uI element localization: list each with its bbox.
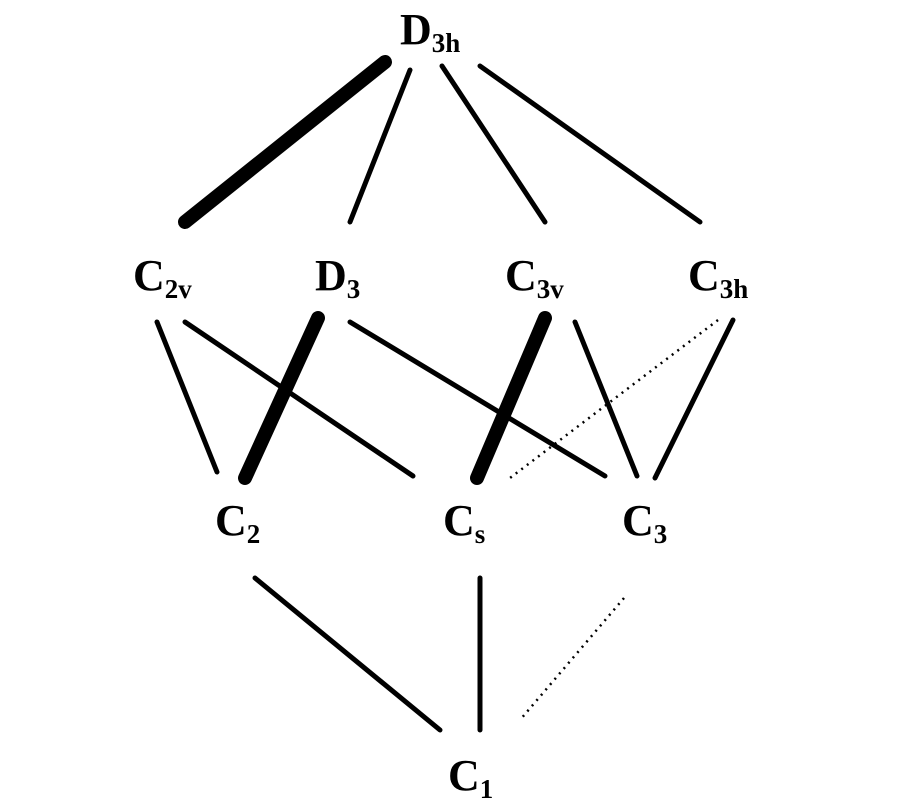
node-subscript: 2v (165, 274, 193, 304)
node-subscript: 3h (432, 28, 461, 58)
edge-c3v-cs (470, 311, 552, 485)
node-c1: C1 (448, 751, 493, 800)
edge-c3v-c3 (572, 319, 640, 479)
node-letter: D (400, 5, 432, 54)
node-c3: C3 (622, 496, 667, 549)
edge-c3h-cs (509, 319, 719, 479)
node-subscript: 3v (537, 274, 565, 304)
edge-d3-c3 (347, 319, 608, 479)
node-letter: C (443, 496, 475, 545)
edge-d3h-c2v (178, 55, 392, 229)
node-c2v: C2v (133, 251, 192, 304)
edge-d3-c2 (238, 311, 325, 485)
edge-d3h-d3 (347, 67, 413, 225)
node-letter: C (622, 496, 654, 545)
node-letter: C (505, 251, 537, 300)
node-c3v: C3v (505, 251, 564, 304)
edge-c3h-c3 (652, 317, 736, 481)
node-c2: C2 (215, 496, 260, 549)
node-letter: D (315, 251, 347, 300)
node-letter: C (133, 251, 165, 300)
node-subscript: 1 (480, 774, 494, 800)
edge-c3-c1 (519, 597, 625, 721)
node-subscript: 3 (347, 274, 361, 304)
node-cs: Cs (443, 496, 485, 549)
edge-c2-c1 (252, 575, 443, 733)
node-letter: C (688, 251, 720, 300)
node-subscript: s (475, 519, 486, 549)
edge-c2v-c2 (154, 319, 220, 475)
node-d3h: D3h (400, 5, 460, 58)
node-subscript: 2 (247, 519, 261, 549)
node-letter: C (448, 751, 480, 800)
edge-c2v-cs (182, 319, 416, 479)
edge-d3h-c3h (477, 63, 703, 225)
node-d3: D3 (315, 251, 360, 304)
node-subscript: 3h (720, 274, 749, 304)
node-letter: C (215, 496, 247, 545)
edges-layer (154, 55, 736, 733)
node-subscript: 3 (654, 519, 668, 549)
edge-d3h-c3v (439, 63, 548, 225)
node-c3h: C3h (688, 251, 748, 304)
